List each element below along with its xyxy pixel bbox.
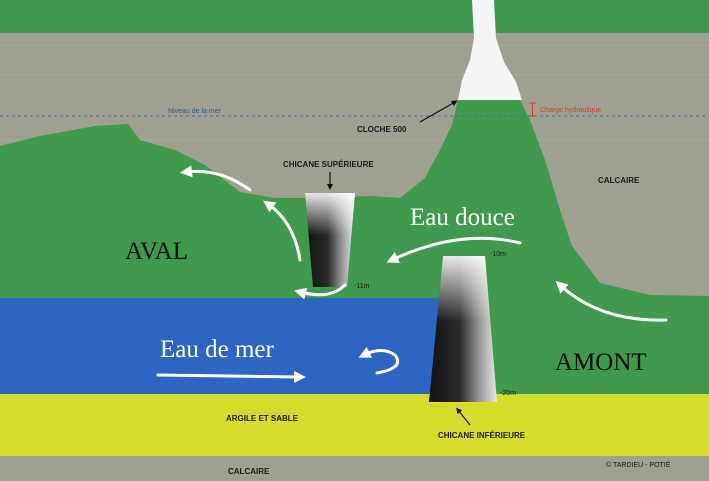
cloche-pointer — [419, 100, 458, 123]
amont-label: AMONT — [555, 349, 647, 376]
depth-11-label: -11m — [354, 283, 370, 290]
calcaire-right-label: CALCAIRE — [598, 176, 640, 185]
freshwater-plume — [458, 0, 522, 100]
arrow-sea-return — [358, 346, 400, 375]
arrow-aval-top — [180, 165, 252, 192]
chicane-inf-pointer — [456, 407, 471, 426]
depth-10-label: -10m — [490, 251, 506, 258]
flow-arrows — [156, 165, 668, 383]
argile-label: ARGILE ET SABLE — [226, 414, 299, 423]
calcaire-bottom-label: CALCAIRE — [228, 467, 270, 476]
arrow-aval-down — [263, 200, 302, 262]
sea-left-region — [0, 298, 445, 394]
arrow-amont — [555, 280, 668, 322]
charge-label: Charge hydraulique — [540, 107, 601, 114]
chicane-sup-label: CHICANE SUPÉRIEURE — [283, 160, 374, 169]
cloche-label: CLOCHE 500 — [357, 125, 407, 134]
arrow-eau-douce — [386, 236, 522, 263]
clay-layer — [0, 394, 709, 456]
upper-baffle — [305, 193, 355, 287]
arrow-sea-inflow — [156, 370, 306, 383]
top-green-band — [0, 0, 709, 33]
lower-baffle — [429, 256, 497, 402]
credit-label: © TARDIEU - POTIÉ — [606, 460, 671, 469]
chicane-inf-label: CHICANE INFÉRIEURE — [438, 431, 526, 440]
bottom-limestone — [0, 456, 709, 481]
eau-de-mer-label: Eau de mer — [160, 336, 275, 363]
green-land-aval — [0, 100, 709, 298]
sea-level-label: Niveau de la mer — [168, 108, 222, 115]
arrow-under-upper-baffle — [294, 283, 347, 300]
aval-label: AVAL — [125, 238, 188, 265]
depth-20-label: -20m — [500, 390, 516, 397]
eau-douce-label: Eau douce — [410, 204, 515, 231]
